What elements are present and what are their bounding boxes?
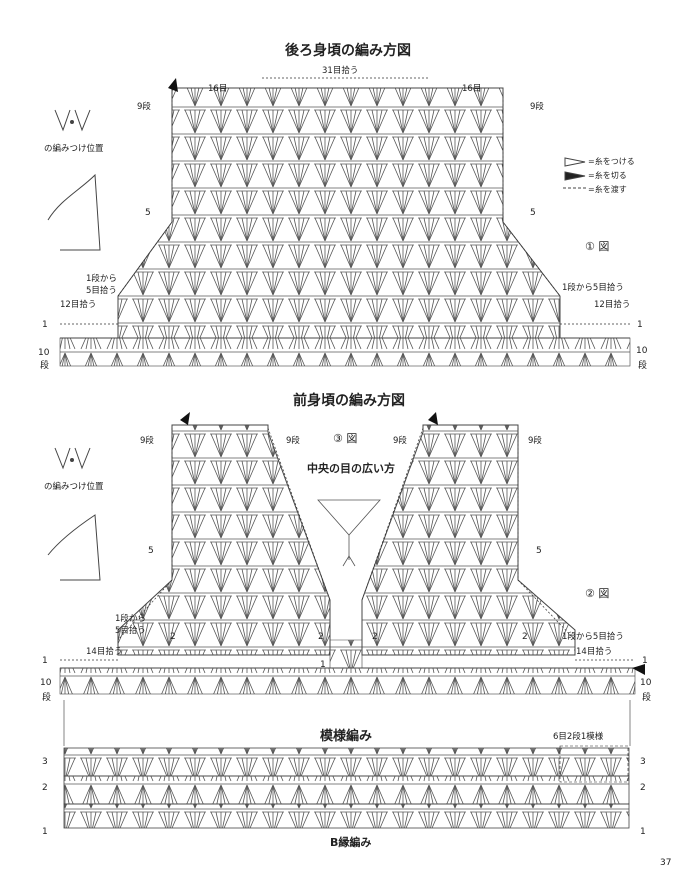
front-row9-c: 9段 bbox=[393, 436, 407, 446]
front-fig3: ③ 図 bbox=[333, 432, 358, 445]
legend-attach: =糸をつける bbox=[588, 157, 635, 166]
pattern-title: 模様編み bbox=[320, 729, 373, 744]
back-row10-right: 10 bbox=[636, 346, 648, 356]
front-from1-left: 1段から 5目拾う bbox=[115, 614, 146, 636]
back-row9-left: 9段 bbox=[137, 102, 151, 112]
front-row9-d: 9段 bbox=[528, 436, 542, 446]
front-row2-d: 2 bbox=[522, 632, 528, 642]
front-title: 前身頃の編み方図 bbox=[293, 393, 405, 409]
back-chart bbox=[59, 77, 631, 367]
front-dan-right: 段 bbox=[642, 693, 652, 703]
front-fig2: ② 図 bbox=[585, 587, 610, 600]
front-center-title: 中央の目の広い方 bbox=[307, 462, 395, 475]
front-from1-right: 1段から5目拾う bbox=[562, 632, 624, 642]
back-row1-right: 1 bbox=[637, 320, 643, 330]
front-row1-left: 1 bbox=[42, 656, 48, 666]
back-right-16: 16目 bbox=[462, 84, 482, 94]
front-row9-b: 9段 bbox=[286, 436, 300, 446]
front-edge-stitches bbox=[60, 427, 635, 661]
front-dan-left: 段 bbox=[42, 693, 52, 703]
back-left-16: 16目 bbox=[208, 84, 228, 94]
front-chart bbox=[59, 424, 636, 695]
cut-markers bbox=[168, 78, 645, 675]
back-pickup-top: 31目拾う bbox=[322, 66, 359, 76]
front-row1-center: 1 bbox=[320, 660, 326, 670]
back-attach-caption: の編みつけ位置 bbox=[44, 144, 104, 154]
pattern-edge: B縁編み bbox=[330, 836, 372, 849]
pattern-row1-right: 1 bbox=[640, 827, 646, 837]
back-row10-left: 10 bbox=[38, 348, 50, 358]
back-pick12-left: 12目拾う bbox=[60, 300, 97, 310]
front-row9-a: 9段 bbox=[140, 436, 154, 446]
front-row10-right: 10 bbox=[640, 678, 652, 688]
front-row2-a: 2 bbox=[170, 632, 176, 642]
center-inset bbox=[317, 499, 381, 567]
front-row5-left: 5 bbox=[148, 546, 154, 556]
pattern-repeat: 6目2段1模様 bbox=[553, 732, 604, 742]
front-row5-right: 5 bbox=[536, 546, 542, 556]
back-title: 後ろ身頃の編み方図 bbox=[285, 43, 411, 59]
back-dan-right: 段 bbox=[638, 361, 648, 371]
back-row1-left: 1 bbox=[42, 320, 48, 330]
pattern-row3-right: 3 bbox=[640, 757, 646, 767]
front-row2-b: 2 bbox=[318, 632, 324, 642]
back-row5-right: 5 bbox=[530, 208, 536, 218]
pattern-row2-right: 2 bbox=[640, 783, 646, 793]
front-pick14-left: 14目拾う bbox=[86, 647, 123, 657]
front-attach-caption: の編みつけ位置 bbox=[44, 482, 104, 492]
legend-cut: =糸を切る bbox=[588, 171, 627, 180]
pattern-row1-left: 1 bbox=[42, 827, 48, 837]
pattern-chart bbox=[63, 700, 631, 829]
front-row10-left: 10 bbox=[40, 678, 52, 688]
back-fig1: ① 図 bbox=[585, 240, 610, 253]
stitch-illustration-front bbox=[47, 447, 101, 581]
front-row2-c: 2 bbox=[372, 632, 378, 642]
page-number: 37 bbox=[660, 858, 672, 868]
back-row5-left: 5 bbox=[145, 208, 151, 218]
stitch-illustration-back bbox=[47, 109, 101, 251]
back-from1-right: 1段から5目拾う bbox=[562, 283, 624, 293]
back-from1-left: 1段から 5目拾う bbox=[86, 274, 117, 296]
back-row9-right: 9段 bbox=[530, 102, 544, 112]
back-pick12-right: 12目拾う bbox=[594, 300, 631, 310]
front-row1-right: 1 bbox=[642, 656, 648, 666]
front-pick14-right: 14目拾う bbox=[576, 647, 613, 657]
legend-pass: =糸を渡す bbox=[588, 185, 627, 194]
back-edge-stitches bbox=[60, 77, 630, 325]
pattern-row2-left: 2 bbox=[42, 783, 48, 793]
pattern-row3-left: 3 bbox=[42, 757, 48, 767]
back-dan-left: 段 bbox=[40, 361, 50, 371]
legend-symbols bbox=[563, 157, 586, 189]
